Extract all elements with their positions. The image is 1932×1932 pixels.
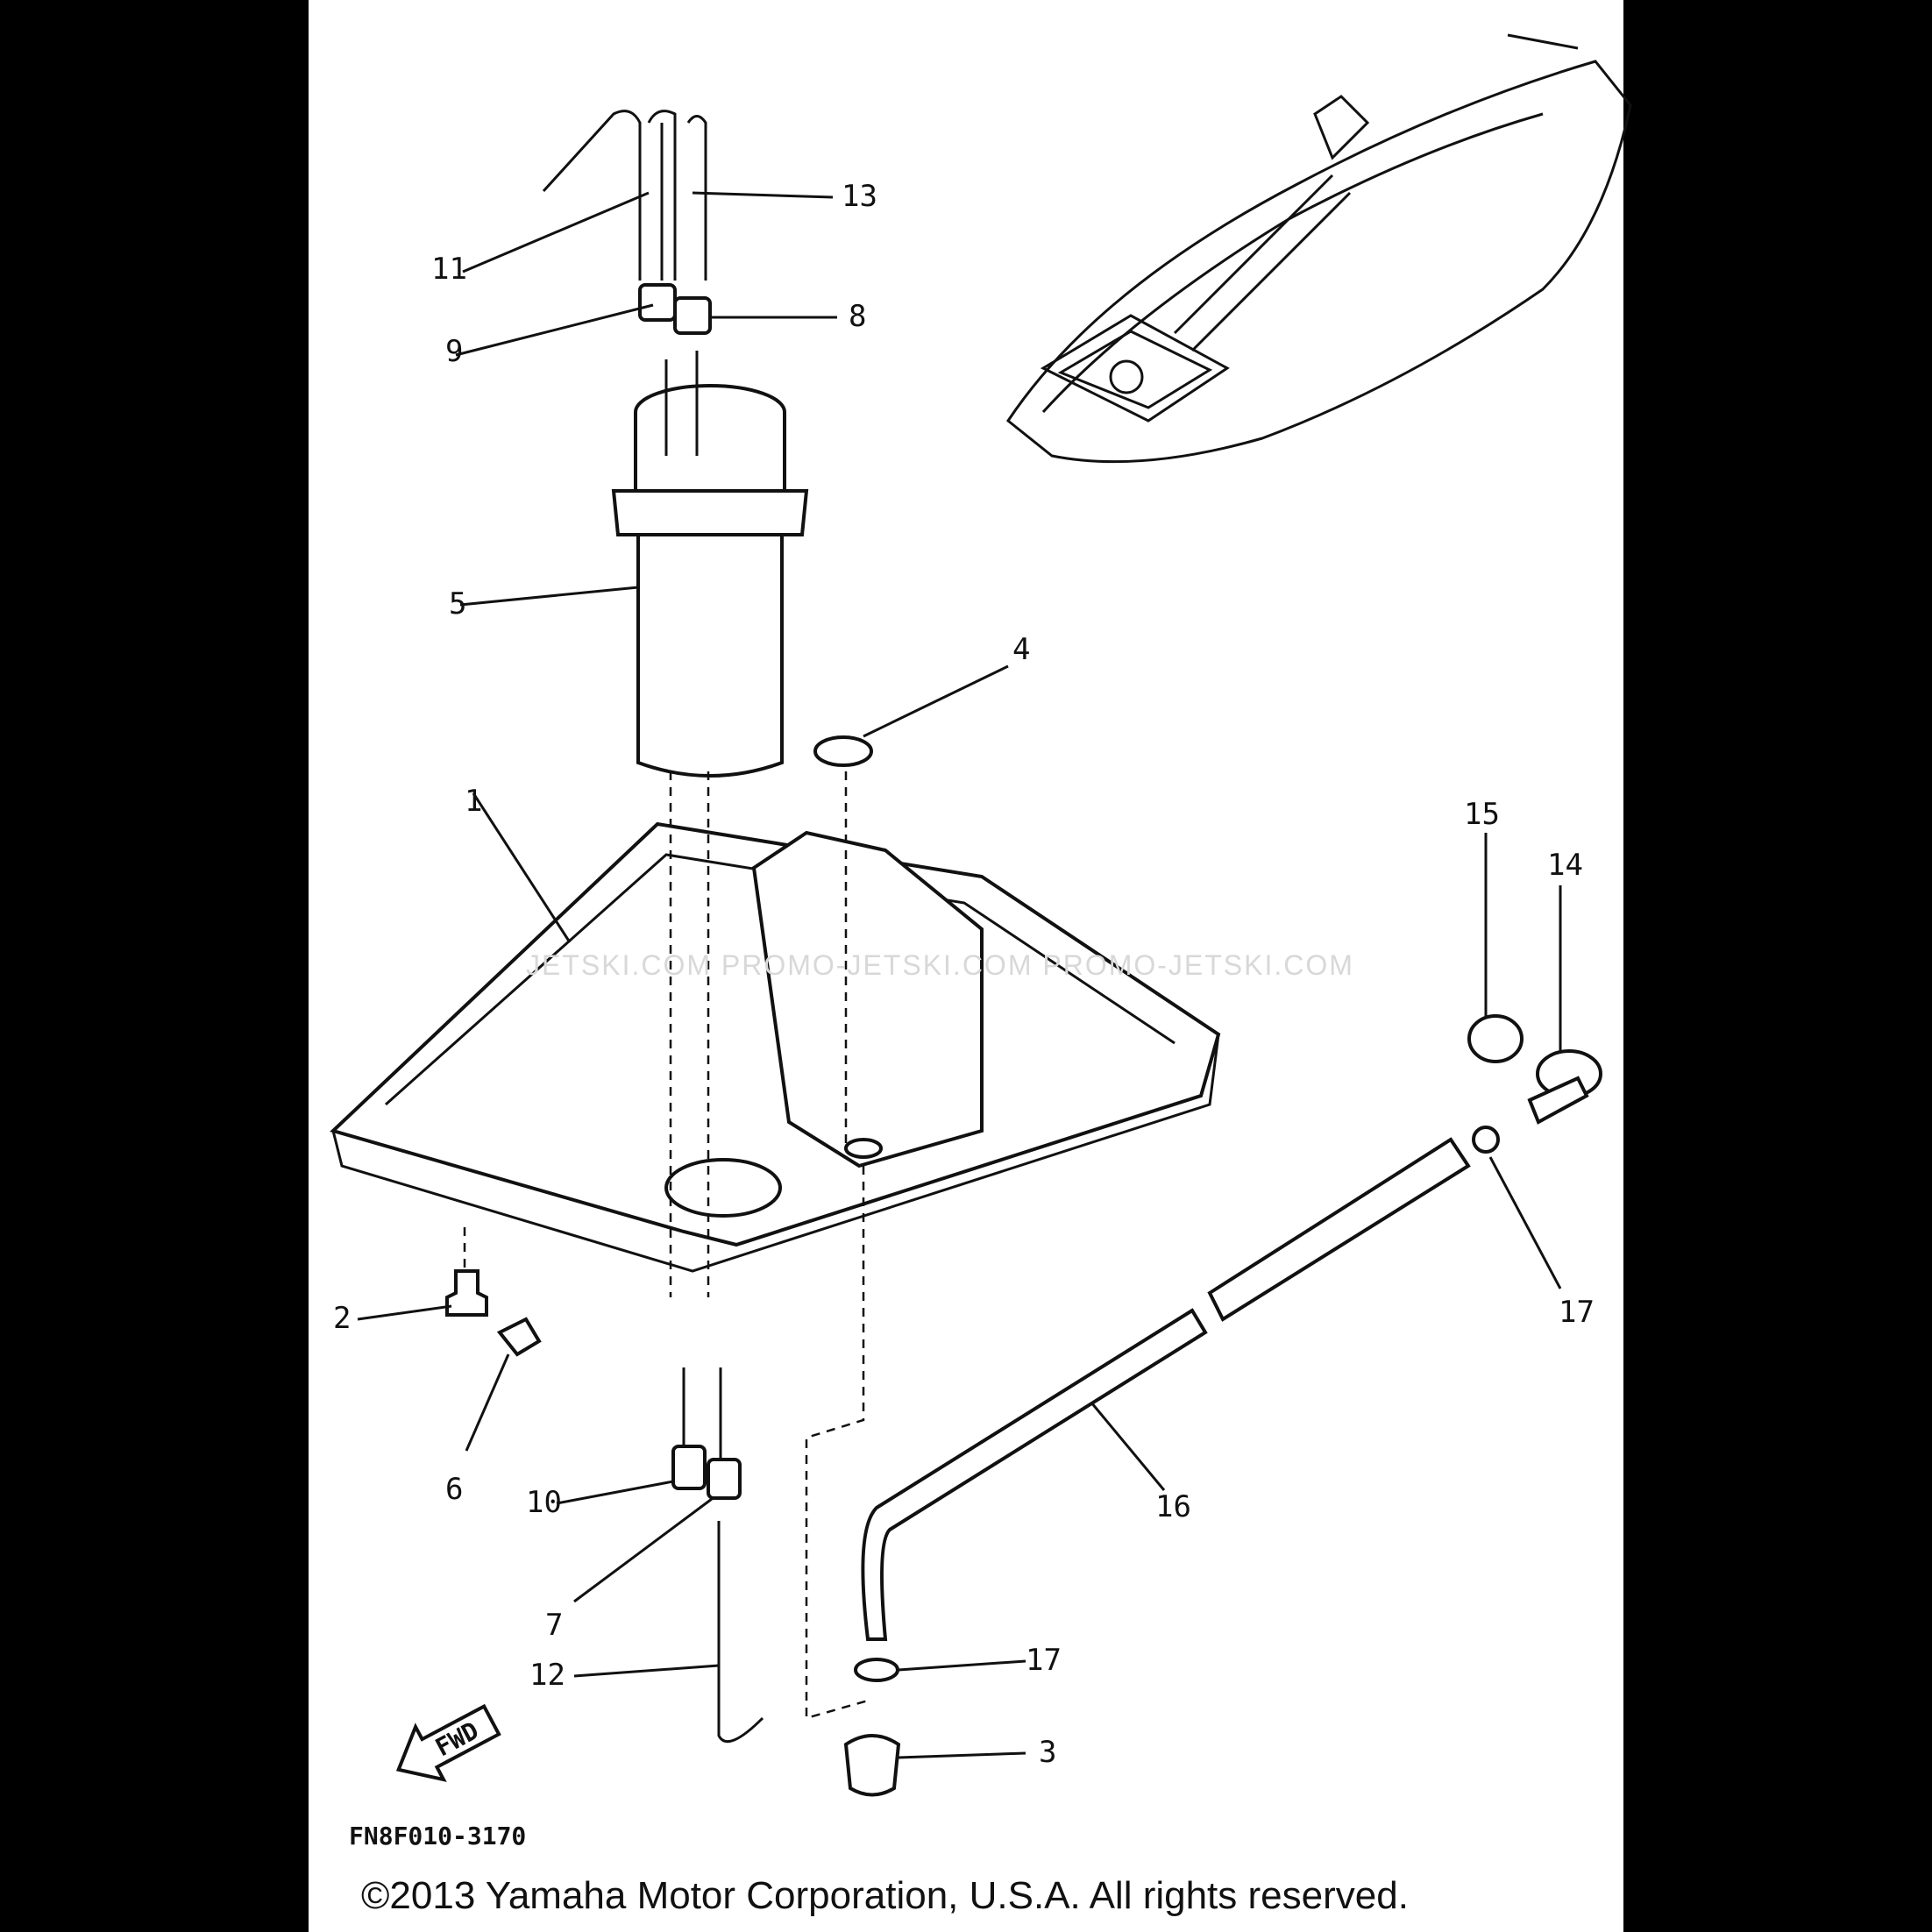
alignment-line	[805, 1166, 869, 1720]
callout-4: 4	[1012, 632, 1030, 667]
tube-12	[717, 1521, 764, 1744]
callout-1: 1	[465, 784, 482, 819]
callout-16: 16	[1155, 1489, 1191, 1524]
hose-16	[861, 1137, 1471, 1641]
screw-6	[496, 1317, 542, 1357]
callout-12: 12	[529, 1658, 565, 1693]
callout-17-lower: 17	[1026, 1643, 1062, 1678]
screw-2	[445, 1269, 488, 1317]
fitting-10	[671, 1445, 707, 1490]
callout-17-upper: 17	[1559, 1295, 1595, 1330]
callout-10: 10	[526, 1485, 562, 1520]
hose-assembly-11-13	[542, 110, 707, 281]
callout-7: 7	[545, 1608, 563, 1643]
drain-plug-3	[843, 1734, 901, 1797]
callout-3: 3	[1039, 1735, 1056, 1770]
callout-6: 6	[445, 1472, 463, 1507]
callout-13: 13	[842, 179, 877, 214]
watermark-text: JETSKI.COM PROMO-JETSKI.COM PROMO-JETSKI…	[526, 949, 1354, 981]
fitting-14	[1527, 1049, 1602, 1125]
cap-8	[673, 296, 712, 335]
tray-1	[330, 821, 1221, 1273]
callout-5: 5	[449, 586, 466, 622]
callout-11: 11	[431, 252, 467, 287]
callout-14: 14	[1547, 848, 1583, 883]
copyright-notice: ©2013 Yamaha Motor Corporation, U.S.A. A…	[361, 1874, 1409, 1917]
callout-9: 9	[445, 334, 463, 369]
callout-8: 8	[849, 299, 866, 334]
forward-arrow-icon: FWD	[395, 1703, 501, 1782]
watercraft-inset-illustration	[1005, 33, 1632, 464]
fitting-7	[707, 1458, 742, 1500]
callout-15: 15	[1464, 797, 1500, 832]
canister-5	[611, 351, 809, 778]
leader-lines	[357, 191, 1562, 1759]
callout-2: 2	[333, 1301, 351, 1336]
cap-9	[638, 283, 677, 322]
cap-15	[1467, 1014, 1524, 1063]
grommet-4	[813, 735, 873, 767]
clamp-17-upper	[1472, 1126, 1500, 1154]
figure-code: FN8F010-3170	[349, 1822, 526, 1850]
clamp-17-lower	[854, 1658, 899, 1682]
